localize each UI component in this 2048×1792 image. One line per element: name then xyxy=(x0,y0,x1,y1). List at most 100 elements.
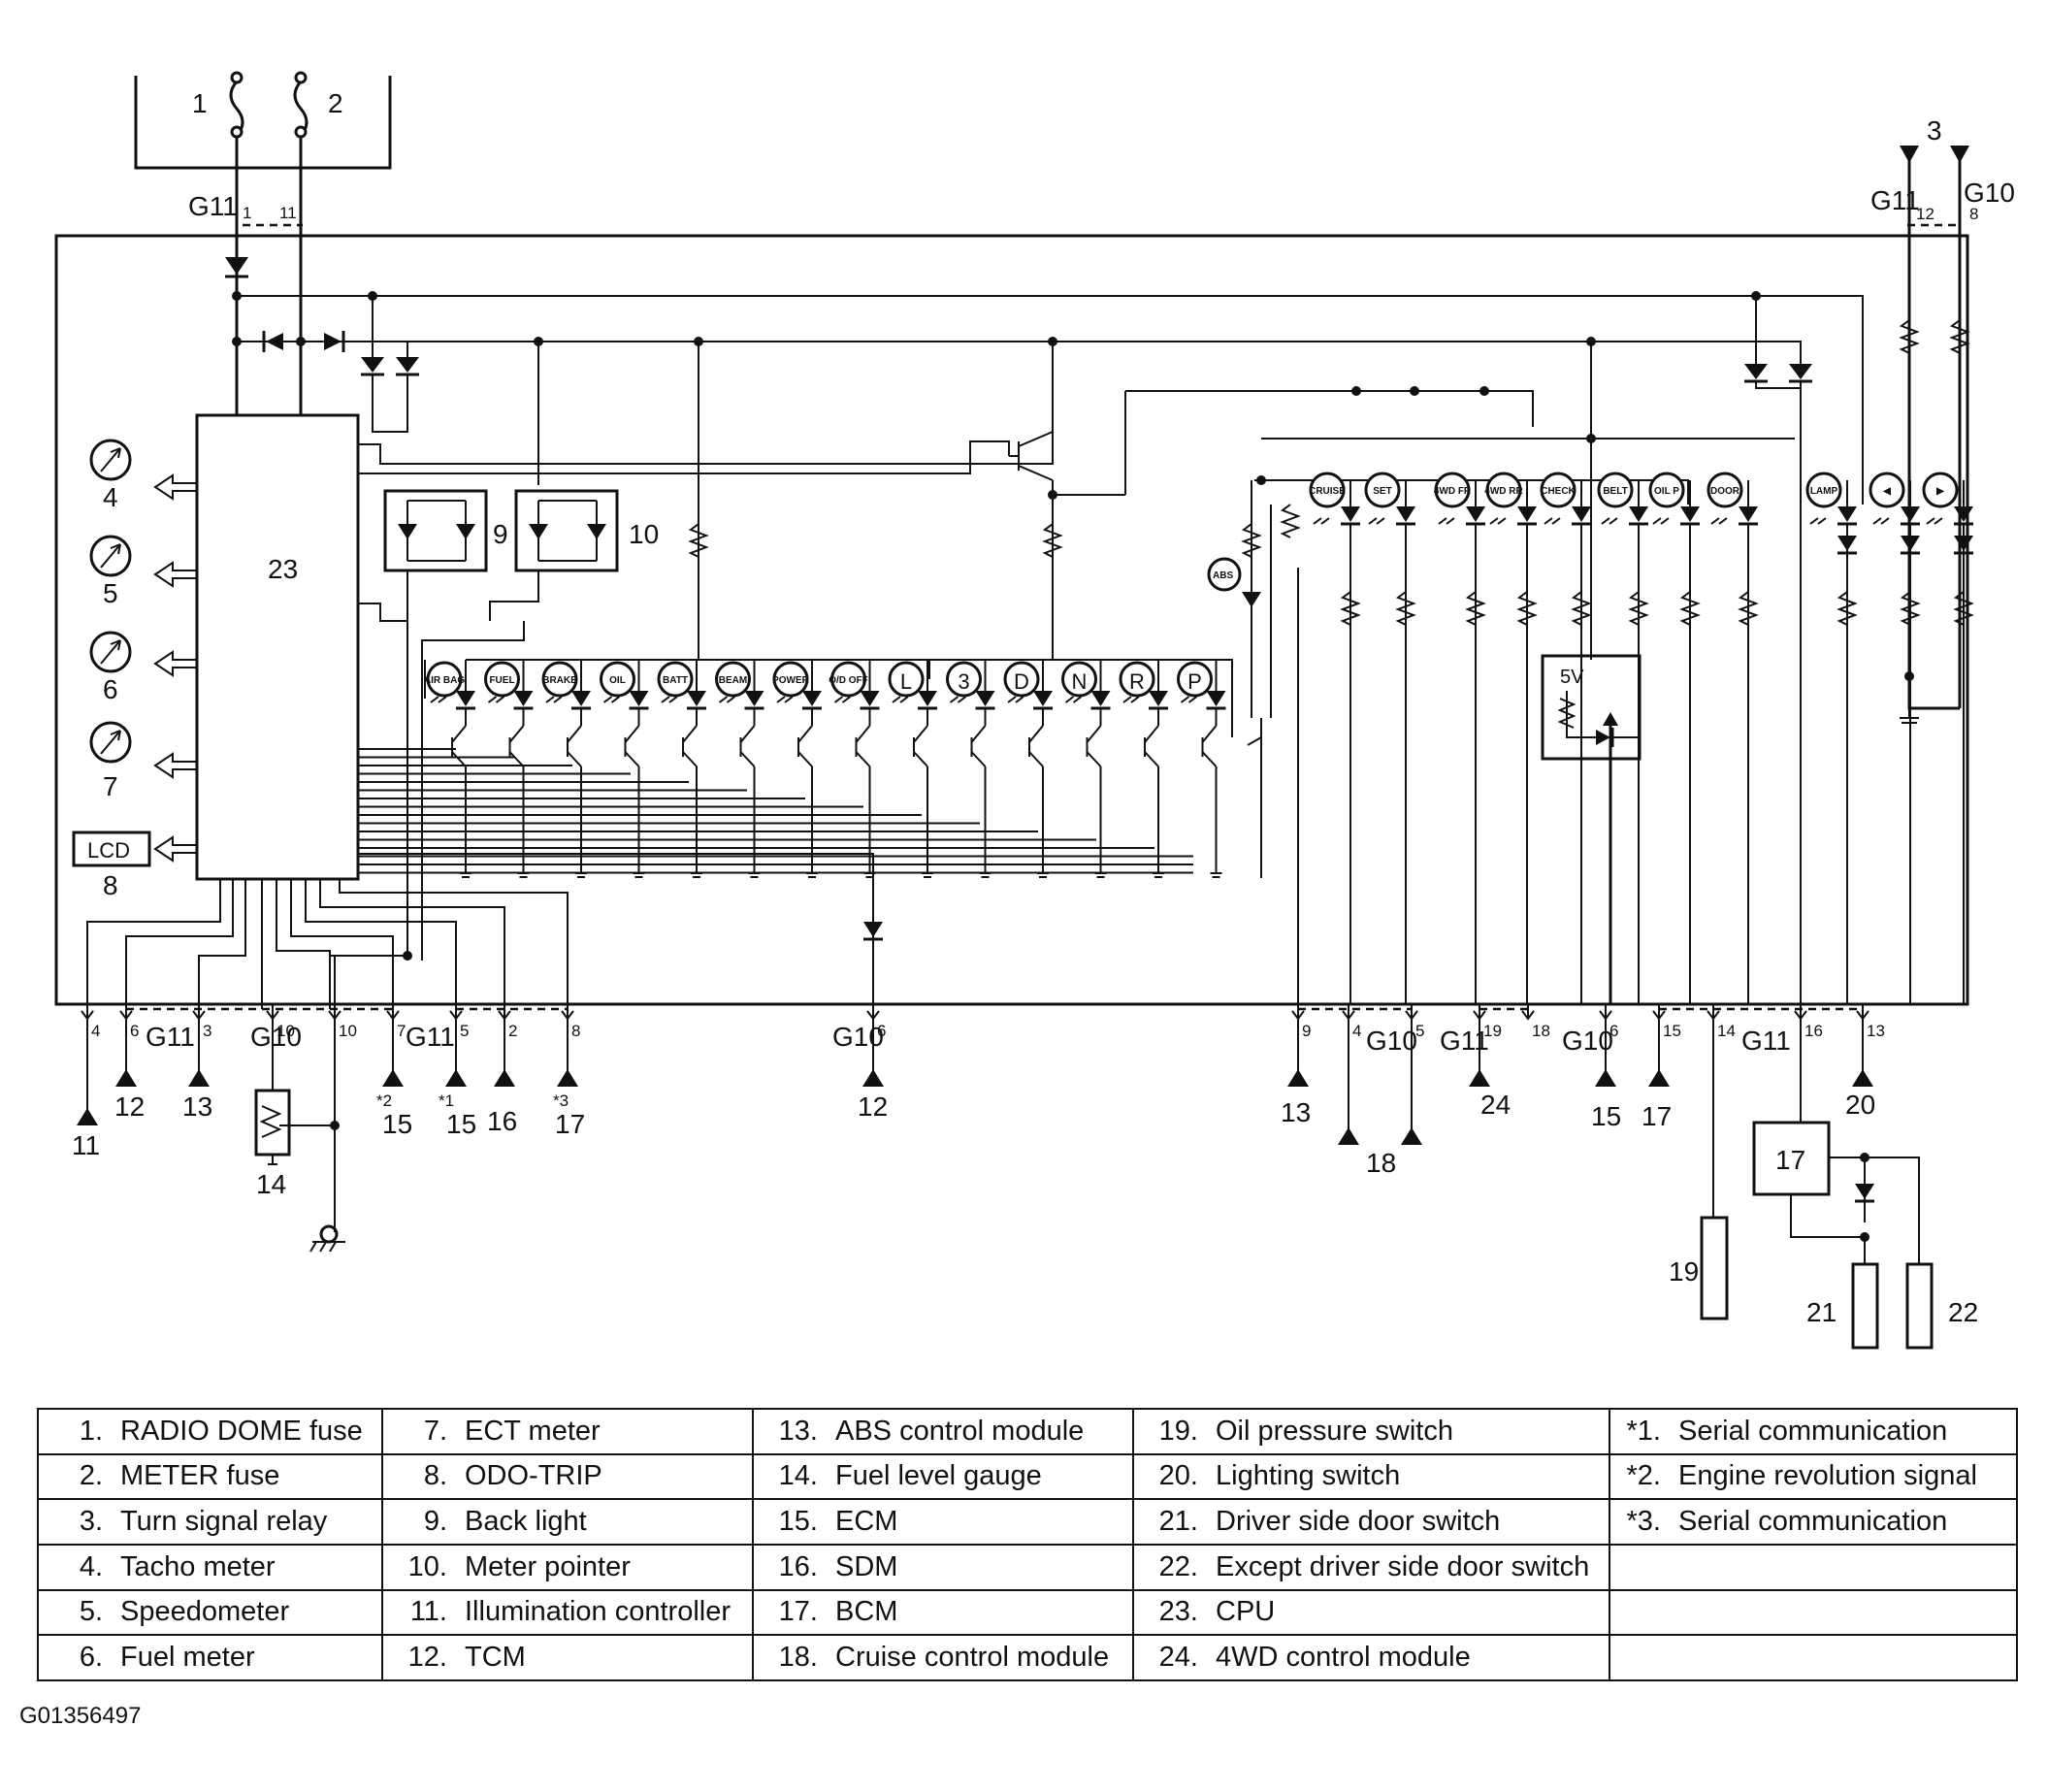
indicator-lamp: CRUISE xyxy=(1309,472,1361,1004)
wiring-diagram: 1 2 G11 1 11 G11 12 G10 8 xyxy=(54,71,2015,1350)
legend-number: 10. xyxy=(407,1550,447,1582)
legend-cell: 21.Driver side door switch xyxy=(1132,1498,1610,1546)
pin-number: 10 xyxy=(339,1022,357,1040)
legend-cell: 6.Fuel meter xyxy=(37,1634,383,1681)
indicator-text: CRUISE xyxy=(1309,486,1346,497)
fuel-meter-gauge: 6 xyxy=(89,631,132,704)
indicator-text: CHECK xyxy=(1541,486,1576,497)
terminal-label: 22 xyxy=(1948,1297,1978,1327)
pin-number: 7 xyxy=(397,1022,406,1040)
terminal-label: 11 xyxy=(72,1130,100,1160)
connector-label: G10 xyxy=(832,1022,884,1052)
supply-5v-block: 5V xyxy=(1541,654,1642,1004)
legend-text: 4WD control module xyxy=(1216,1642,1471,1674)
indicator-lamp: ◀ xyxy=(1869,472,1921,1004)
terminal-label: *3 xyxy=(553,1091,569,1110)
lcd-label: LCD xyxy=(87,838,130,863)
indicator-lamp: AIR BAG xyxy=(424,660,475,878)
fuse-number: 1 xyxy=(192,88,208,118)
legend-text: Except driver side door switch xyxy=(1216,1550,1590,1582)
pin-number: 6 xyxy=(1609,1022,1618,1040)
legend-cell: 15.ECM xyxy=(752,1498,1134,1546)
terminal-label: 18 xyxy=(1366,1148,1396,1178)
legend-text: CPU xyxy=(1216,1596,1276,1628)
legend-number: 19. xyxy=(1158,1415,1198,1447)
pin-number: 8 xyxy=(1969,205,1978,223)
legend-cell: 22. Except driver side door switch xyxy=(1132,1543,1610,1591)
connector-label-g11: G11 xyxy=(1870,185,1920,215)
terminal-label: 12 xyxy=(858,1091,888,1122)
diode xyxy=(396,357,419,376)
pin-number: 14 xyxy=(1717,1022,1736,1040)
legend-cell: 18.Cruise control module xyxy=(752,1634,1134,1681)
led-group-meter-pointer: 10 xyxy=(514,489,659,572)
cpu-driver-bus xyxy=(358,748,1193,874)
legend-cell: 2.METER fuse xyxy=(37,1452,383,1501)
legend-cell xyxy=(1609,1588,2018,1637)
diode xyxy=(225,257,248,278)
legend-cell: 8.ODO-TRIP xyxy=(381,1452,754,1501)
pin-number: 16 xyxy=(1804,1022,1823,1040)
pin-number: 8 xyxy=(571,1022,580,1040)
legend-cell: 11.Illumination controller xyxy=(381,1588,754,1637)
legend-number: 22. xyxy=(1158,1550,1198,1582)
connector-label: G11 xyxy=(1741,1026,1791,1056)
fuse-number: 2 xyxy=(328,88,343,118)
indicator-text: FUEL xyxy=(489,675,514,686)
indicator-lamp: L xyxy=(888,660,937,878)
indicator-text: OIL P xyxy=(1654,486,1679,497)
fuse-box: 1 2 xyxy=(134,71,392,170)
legend-number: 5. xyxy=(79,1596,103,1628)
connector-label: G10 xyxy=(250,1022,302,1052)
indicator-lamp: D xyxy=(1003,660,1053,878)
legend-number: 15. xyxy=(778,1506,818,1538)
indicator-text: DOOR xyxy=(1710,486,1740,497)
pin-number: 11 xyxy=(279,204,297,222)
cpu: 23 xyxy=(195,413,360,881)
indicator-text: AIR BAG xyxy=(424,675,465,686)
legend-text: Engine revolution signal xyxy=(1678,1460,1977,1492)
legend-cell: 24.4WD control module xyxy=(1132,1634,1610,1681)
legend-number: 12. xyxy=(407,1642,447,1674)
indicator-text: R xyxy=(1129,669,1145,694)
indicator-text: 4WD RR xyxy=(1484,486,1523,497)
combination-meter-board xyxy=(54,234,1969,1006)
fuel-level-gauge xyxy=(254,1009,340,1222)
indicator-lamp: OIL P xyxy=(1648,472,1701,1004)
pin-number: 1 xyxy=(243,204,251,222)
legend-text: Speedometer xyxy=(120,1596,290,1628)
speedometer-gauge: 5 xyxy=(89,535,132,608)
bcm-box xyxy=(1752,1004,1920,1264)
legend-number: 4. xyxy=(79,1550,103,1582)
indicator-lamp: R xyxy=(1119,660,1168,878)
terminal-label: 13 xyxy=(182,1091,212,1122)
legend-text: BCM xyxy=(835,1596,898,1628)
indicator-text: N xyxy=(1072,669,1088,694)
indicator-text: BELT xyxy=(1603,486,1627,497)
indicator-text: OIL xyxy=(609,675,626,686)
legend-text: Oil pressure switch xyxy=(1216,1415,1453,1447)
indicator-lamp: 4WD FR xyxy=(1434,472,1486,1004)
legend-cell: 7.ECT meter xyxy=(381,1408,754,1455)
indicator-text: BATT xyxy=(663,675,688,686)
legend-text: ABS control module xyxy=(835,1415,1085,1447)
legend-number: 8. xyxy=(423,1460,447,1492)
terminal-number: 3 xyxy=(1927,115,1942,146)
pin-number: 3 xyxy=(203,1022,211,1040)
except-driver-door-switch xyxy=(1905,1262,1934,1350)
terminal-label: 16 xyxy=(487,1106,517,1136)
indicator-lamp: BELT xyxy=(1597,472,1649,1004)
ground-symbol xyxy=(309,1222,345,1253)
led-group-number: 10 xyxy=(629,519,659,549)
oil-pressure-switch xyxy=(1700,1004,1729,1320)
pin-number: 9 xyxy=(1302,1022,1311,1040)
fuse-radio-dome: 1 xyxy=(192,71,244,139)
gauge-number: 5 xyxy=(103,578,118,608)
